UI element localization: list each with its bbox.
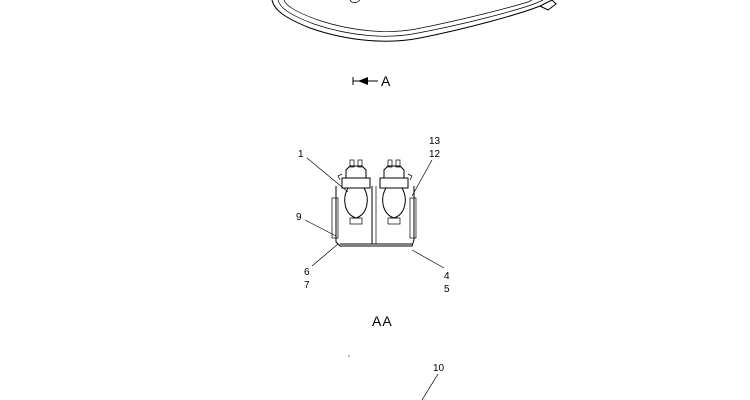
- callout-4: 4: [444, 271, 450, 282]
- callout-12: 12: [429, 149, 441, 160]
- section-arrow-label: A: [381, 73, 391, 89]
- callout-9: 9: [296, 212, 302, 223]
- lamp-housing-top-view: [271, 0, 557, 42]
- section-arrow-a: A: [352, 73, 391, 89]
- callout-5: 5: [444, 284, 450, 295]
- callout-6: 6: [304, 267, 310, 278]
- leader-lines: [304, 157, 445, 400]
- callout-1: 1: [298, 149, 304, 160]
- callout-labels: 1 13 12 9 6 7 4 5 10: [296, 136, 450, 374]
- callout-10: 10: [433, 363, 445, 374]
- view-title: AA: [372, 313, 393, 329]
- callout-7: 7: [304, 280, 310, 291]
- callout-13: 13: [429, 136, 441, 147]
- twin-lamp-assembly: [331, 159, 417, 247]
- speck: [348, 355, 350, 357]
